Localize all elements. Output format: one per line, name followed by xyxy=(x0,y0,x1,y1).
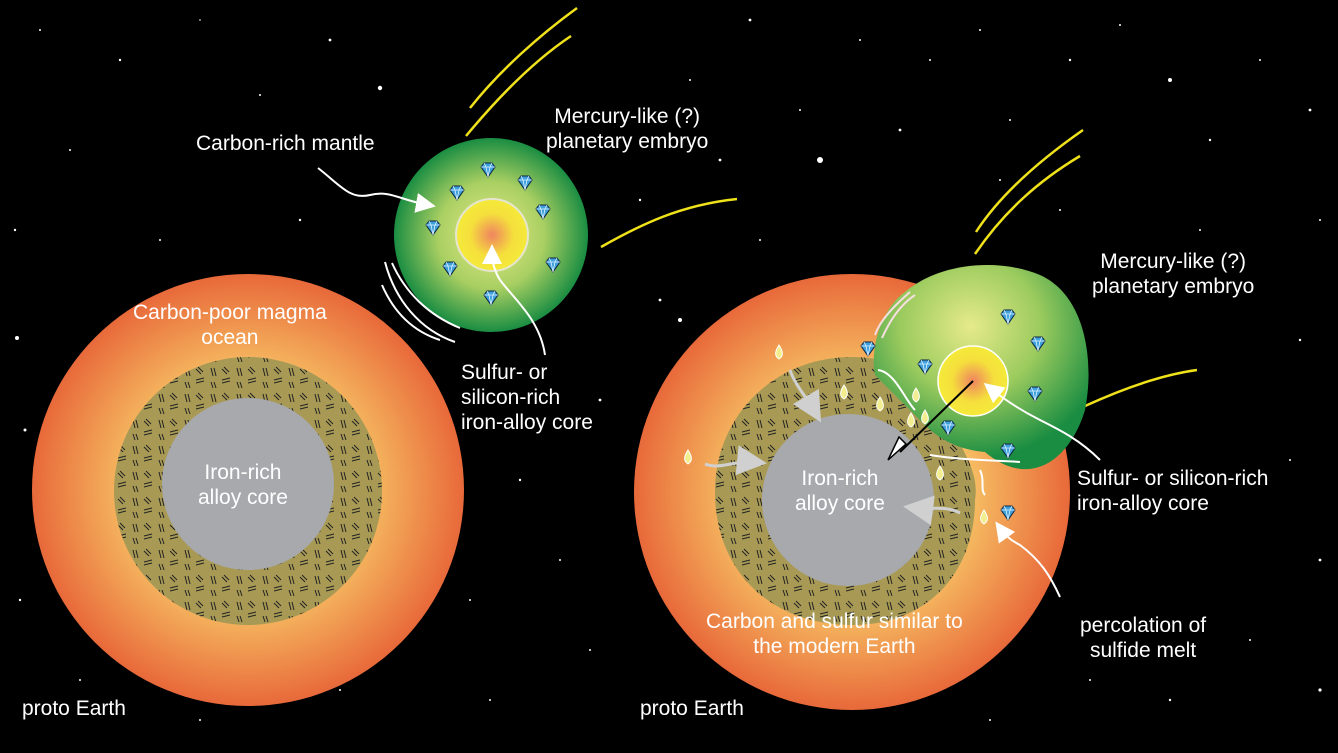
right-embryo-label: Mercury-like (?)planetary embryo xyxy=(1092,250,1255,298)
carbon-rich-mantle-label: Carbon-rich mantle xyxy=(196,132,375,155)
arrow-icon xyxy=(903,495,961,526)
arrow-icon xyxy=(899,380,974,453)
arrow-head-icon xyxy=(887,435,908,461)
streak-icon xyxy=(465,6,1198,408)
arrow-icon xyxy=(983,383,1101,461)
left-proto-earth xyxy=(32,274,464,706)
left-planet-label: proto Earth xyxy=(22,697,126,720)
star-field xyxy=(13,18,1322,721)
arrow-icon xyxy=(788,369,822,423)
arrow-icon xyxy=(704,445,767,476)
arrow-icon xyxy=(317,167,436,213)
right-planet-label: proto Earth xyxy=(640,697,744,720)
iron-core xyxy=(162,398,334,570)
right-proto-earth xyxy=(634,274,1070,710)
left-embryo-label: Mercury-like (?)planetary embryo xyxy=(546,105,709,153)
arrow-icon xyxy=(995,521,1061,598)
left-embryo xyxy=(381,138,588,343)
arrow-icon xyxy=(482,244,546,356)
